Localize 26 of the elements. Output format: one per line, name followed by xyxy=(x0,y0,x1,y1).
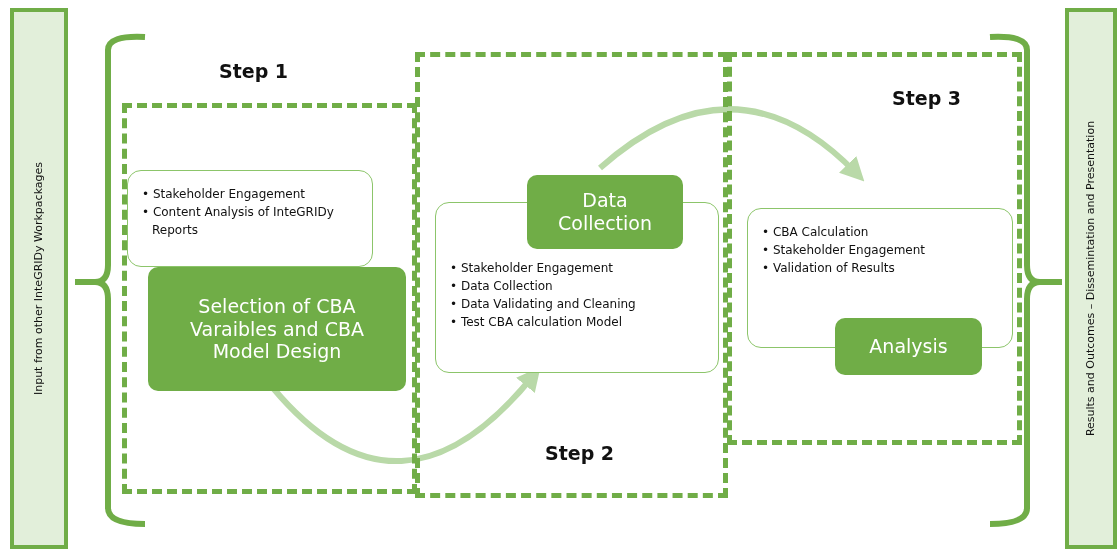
bullet-item: • CBA Calculation xyxy=(762,224,870,241)
bullet-item: • Test CBA calculation Model xyxy=(450,314,623,331)
dashed-step-frame xyxy=(727,52,1022,445)
bullet-list-box xyxy=(127,170,373,267)
process-box xyxy=(835,318,982,375)
process-box xyxy=(527,175,683,249)
bullet-item: • Content Analysis of InteGRIDy Reports xyxy=(142,204,335,239)
curved-arrow xyxy=(598,106,865,182)
bullet-item: • Stakeholder Engagement xyxy=(142,186,307,203)
bullet-item: • Stakeholder Engagement xyxy=(450,260,615,277)
side-panel xyxy=(1065,8,1117,549)
process-box xyxy=(148,267,406,391)
dashed-step-frame xyxy=(415,52,728,498)
bullet-item: • Data Validating and Cleaning xyxy=(450,296,637,313)
step-label: Step 3 xyxy=(892,87,962,109)
bullet-item: • Data Collection xyxy=(450,278,554,295)
step-label: Step 1 xyxy=(219,60,289,82)
side-panel xyxy=(10,8,68,549)
panel-label: Input from other InteGRIDy Workpackages xyxy=(32,161,46,396)
step-label: Step 2 xyxy=(545,442,615,464)
panel-label: Results and Outcomes – Dissemintation and Presentation xyxy=(1084,120,1098,437)
bullet-item: • Validation of Results xyxy=(762,260,896,277)
bullet-item: • Stakeholder Engagement xyxy=(762,242,927,259)
process-title: Selection of CBA Varaibles and CBA Model Design xyxy=(189,294,365,364)
process-title: Analysis xyxy=(869,335,948,358)
process-title: Data Collection xyxy=(557,189,653,235)
